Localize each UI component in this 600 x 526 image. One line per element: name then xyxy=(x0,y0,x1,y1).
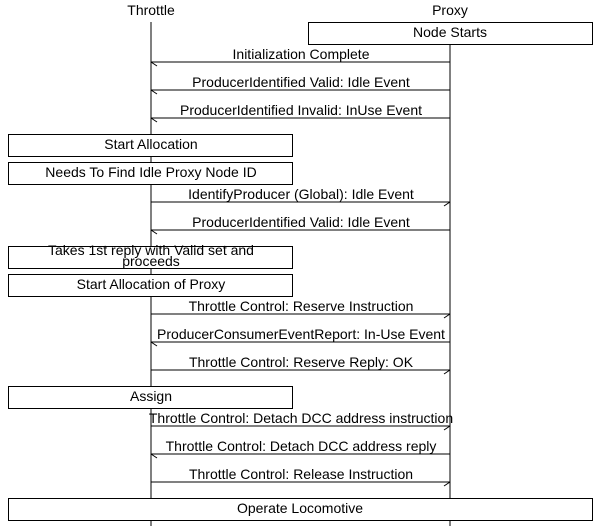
message-label-5: ProducerIdentified Valid: Idle Event xyxy=(192,214,410,230)
arrowhead-left-icon xyxy=(150,341,158,347)
message-label-7: ProducerConsumerEventReport: In-Use Even… xyxy=(157,326,445,342)
arrowhead-left-icon xyxy=(150,117,158,123)
arrowhead-right-icon xyxy=(443,369,451,375)
arrowhead-right-icon xyxy=(443,425,451,431)
arrowhead-left-icon xyxy=(150,229,158,235)
lifeline-label-throttle: Throttle xyxy=(127,2,175,18)
arrowhead-right-icon xyxy=(443,481,451,487)
message-label-11: Throttle Control: Release Instruction xyxy=(189,466,413,482)
arrowhead-left-icon xyxy=(150,453,158,459)
note-box-operate-locomotive xyxy=(8,498,593,521)
message-label-9: Throttle Control: Detach DCC address ins… xyxy=(149,410,453,426)
note-box-node-starts xyxy=(308,22,593,45)
note-box-start-allocation xyxy=(8,134,293,157)
message-label-2: ProducerIdentified Valid: Idle Event xyxy=(192,74,410,90)
arrowhead-right-icon xyxy=(443,313,451,319)
note-assign: Assign xyxy=(130,388,172,404)
note-needs-to-find: Needs To Find Idle Proxy Node ID xyxy=(45,164,256,180)
note-box-takes-first-reply xyxy=(8,246,293,269)
message-label-6: Throttle Control: Reserve Instruction xyxy=(189,298,414,314)
arrowhead-left-icon xyxy=(150,89,158,95)
note-operate-locomotive: Operate Locomotive xyxy=(237,500,363,516)
note-box-assign xyxy=(8,386,293,409)
message-label-10: Throttle Control: Detach DCC address rep… xyxy=(166,438,437,454)
message-label-8: Throttle Control: Reserve Reply: OK xyxy=(189,354,414,370)
arrowhead-left-icon xyxy=(150,61,158,67)
message-label-4: IdentifyProducer (Global): Idle Event xyxy=(188,186,414,202)
note-start-allocation: Start Allocation xyxy=(104,136,197,152)
arrowhead-right-icon xyxy=(443,201,451,207)
note-node-starts: Node Starts xyxy=(413,24,487,40)
lifeline-label-proxy: Proxy xyxy=(432,2,468,18)
message-label-3: ProducerIdentified Invalid: InUse Event xyxy=(180,102,422,118)
message-label-1: Initialization Complete xyxy=(233,46,370,62)
note-box-start-allocation-of-proxy xyxy=(8,274,293,297)
note-start-allocation-of-proxy: Start Allocation of Proxy xyxy=(77,276,226,292)
note-takes-first-reply-line2: proceeds xyxy=(122,253,180,269)
note-box-needs-to-find xyxy=(8,162,293,185)
note-takes-first-reply-line1: Takes 1st reply with Valid set and xyxy=(48,242,254,258)
